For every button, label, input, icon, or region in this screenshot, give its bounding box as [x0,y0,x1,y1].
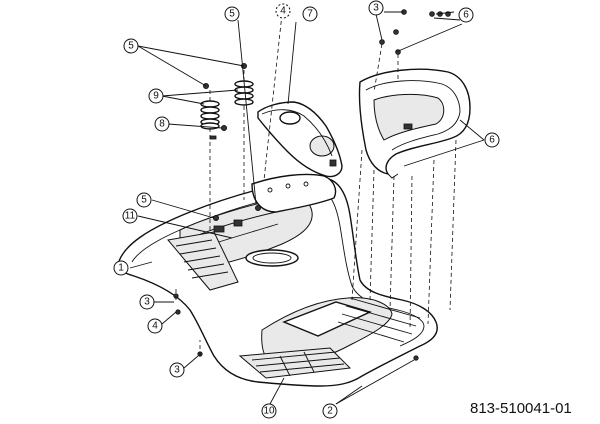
svg-text:2: 2 [327,406,333,417]
leader-lines [129,11,485,405]
svg-text:8: 8 [159,119,165,130]
callout-9: 9 [148,88,164,104]
svg-text:5: 5 [229,9,235,20]
svg-text:6: 6 [463,10,469,21]
callout-10: 10 [261,403,277,419]
spring-right [234,80,254,106]
callout-5-top: 5 [224,6,240,22]
svg-text:5: 5 [128,41,134,52]
callout-6-right: 6 [484,132,500,148]
svg-text:9: 9 [153,91,159,102]
callout-6-top: 6 [458,7,474,23]
callout-2: 2 [322,403,338,419]
spring-left [200,100,220,130]
fender-body [117,173,438,387]
svg-text:1: 1 [118,263,124,274]
svg-text:11: 11 [125,211,136,222]
assembly-lines [175,13,457,356]
callout-3-top: 3 [368,0,384,16]
svg-text:7: 7 [307,9,313,20]
rear-fender-insert [358,68,471,179]
drawing-code: 813-510041-01 [470,400,572,417]
callout-11: 11 [122,208,138,224]
console-cover [257,101,343,178]
svg-text:3: 3 [174,365,180,376]
callout-5-left: 5 [123,38,139,54]
callout-8: 8 [154,116,170,132]
callout-3-left: 3 [139,294,155,310]
callout-3-bottom: 3 [169,362,185,378]
callout-4-top: 4 [275,3,291,19]
callout-5-mid: 5 [136,192,152,208]
svg-text:4: 4 [280,6,286,17]
svg-text:3: 3 [373,3,379,14]
callout-1: 1 [113,260,129,276]
svg-text:10: 10 [263,406,275,417]
svg-text:4: 4 [152,321,158,332]
svg-text:5: 5 [141,195,147,206]
svg-text:3: 3 [144,297,150,308]
callout-7: 7 [302,6,318,22]
svg-text:6: 6 [489,135,495,146]
callout-4-left: 4 [147,318,163,334]
